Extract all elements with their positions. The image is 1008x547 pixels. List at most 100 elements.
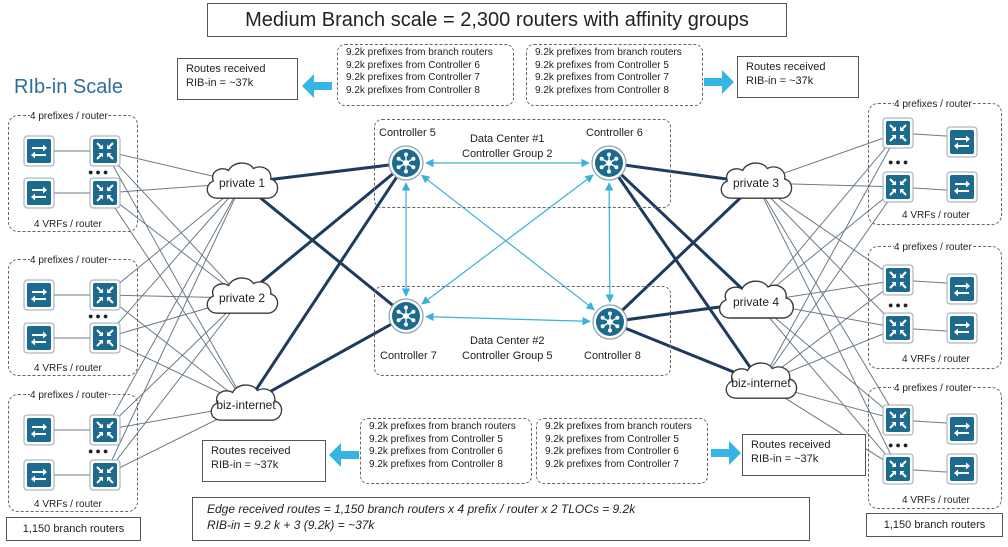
flow-arrow <box>704 70 734 94</box>
edge-router-icon <box>89 414 121 446</box>
hub-node <box>614 165 619 170</box>
rib-scale-title: RIb-in Scale <box>14 73 154 101</box>
ellipsis-dots: ●●● <box>88 446 111 456</box>
router-arrow-head <box>900 282 905 287</box>
prefix-line: 9.2k prefixes from Controller 7 <box>535 72 669 84</box>
controller-6-label: Controller 6 <box>586 127 643 139</box>
branch-switch-icon <box>23 414 55 446</box>
routes-line: Routes received <box>746 61 826 73</box>
prefixes-per-router-label: 4 prefixes / router <box>894 242 972 253</box>
hub-node <box>615 315 620 320</box>
branch-link <box>755 182 899 421</box>
router-arrow-head <box>107 423 112 428</box>
hub-node <box>411 309 416 314</box>
edge-router-icon <box>89 322 121 354</box>
hub-node <box>600 324 605 329</box>
rib-line: RIB-in = ~37k <box>751 453 819 465</box>
router-arrow-head <box>107 477 112 482</box>
branch-group-left-1 <box>8 115 138 232</box>
routes-line: Routes received <box>211 445 291 457</box>
hub-node <box>411 165 416 170</box>
prefixes-per-router-label: 4 prefixes / router <box>894 99 972 110</box>
router-arrow-head <box>107 468 112 473</box>
branch-link <box>755 182 899 329</box>
edge-router-icon <box>882 264 914 296</box>
branch-group-left-2 <box>8 259 138 376</box>
prefix-line: 9.2k prefixes from Controller 8 <box>535 84 669 96</box>
branch-switch-icon <box>946 413 978 445</box>
hub-node <box>404 305 408 310</box>
hub-center <box>606 160 612 166</box>
wan-link <box>608 181 758 324</box>
prefix-list-top-right: 9.2k prefixes from branch routers 9.2k p… <box>526 44 703 106</box>
router-arrow-head <box>98 144 103 149</box>
prefix-line: 9.2k prefixes from Controller 6 <box>369 446 503 458</box>
router-arrow-head <box>98 195 103 200</box>
switch-arrow-head <box>954 328 958 336</box>
routes-received-bottom-left: Routes received RIB-in = ~37k <box>202 440 326 482</box>
router-arrow-head <box>900 422 905 427</box>
rib-line: RIB-in = ~37k <box>746 75 814 87</box>
switch-arrow-head <box>31 193 35 201</box>
router-arrow-head <box>900 126 905 131</box>
edge-router-icon <box>882 404 914 436</box>
switch-arrow-head <box>954 429 958 437</box>
dc1-name: Data Center #1 <box>469 133 545 145</box>
router-body <box>950 130 974 154</box>
switch-arrow-head <box>966 180 970 188</box>
controller-icon <box>388 298 424 334</box>
router-arrow-head <box>107 297 112 302</box>
edge-router-icon <box>882 171 914 203</box>
router-arrow-head <box>107 288 112 293</box>
cloud-biz-internet-left-label: biz-internet <box>216 398 276 412</box>
controller-7-label: Controller 7 <box>380 350 437 362</box>
hub-node <box>608 328 612 333</box>
router-arrow-head <box>891 462 896 467</box>
branch-switch-icon <box>23 279 55 311</box>
ellipsis-dots: ●●● <box>888 440 911 450</box>
vrfs-per-router-label: 4 VRFs / router <box>902 495 970 506</box>
branch-link <box>755 182 899 281</box>
prefix-line: 9.2k prefixes from branch routers <box>545 421 692 432</box>
routes-received-bottom-right: Routes received RIB-in = ~37k <box>742 434 866 476</box>
hub-node <box>599 156 604 161</box>
router-body <box>950 175 974 199</box>
wan-link <box>245 314 407 407</box>
router-body <box>950 457 974 481</box>
router-body <box>27 283 51 307</box>
branch-link <box>755 301 899 421</box>
hub-center <box>403 160 409 166</box>
data-center-2-box <box>374 286 671 376</box>
hub-node <box>411 156 416 161</box>
controller-link <box>604 182 615 303</box>
prefix-line: 9.2k prefixes from Controller 8 <box>369 458 503 470</box>
vrfs-per-router-label: 4 VRFs / router <box>902 210 970 221</box>
branch-link <box>755 182 899 470</box>
controller-8-label: Controller 8 <box>584 350 641 362</box>
switch-arrow-head <box>966 135 970 143</box>
router-body <box>27 139 51 163</box>
ellipsis-dots: ●●● <box>888 300 911 310</box>
vrfs-per-router-label: 4 VRFs / router <box>34 219 102 230</box>
router-arrow-head <box>900 321 905 326</box>
router-arrow-head <box>891 135 896 140</box>
prefix-line: 9.2k prefixes from Controller 7 <box>346 72 480 84</box>
hub-node <box>396 165 401 170</box>
router-body <box>950 277 974 301</box>
router-arrow-head <box>891 471 896 476</box>
routes-line: Routes received <box>751 439 831 451</box>
ellipsis-dots: ●●● <box>88 311 111 321</box>
router-arrow-head <box>98 477 103 482</box>
hub-node <box>404 322 408 327</box>
hub-node <box>396 309 401 314</box>
switch-arrow-head <box>966 462 970 470</box>
router-arrow-head <box>891 330 896 335</box>
routes-received-top-right: Routes received RIB-in = ~37k <box>737 56 859 98</box>
controller-link <box>425 312 591 326</box>
switch-arrow-head <box>31 295 35 303</box>
switch-arrow-head <box>954 187 958 195</box>
branch-switch-icon <box>23 322 55 354</box>
prefix-list-bottom-left: 9.2k prefixes from branch routers 9.2k p… <box>360 418 532 484</box>
